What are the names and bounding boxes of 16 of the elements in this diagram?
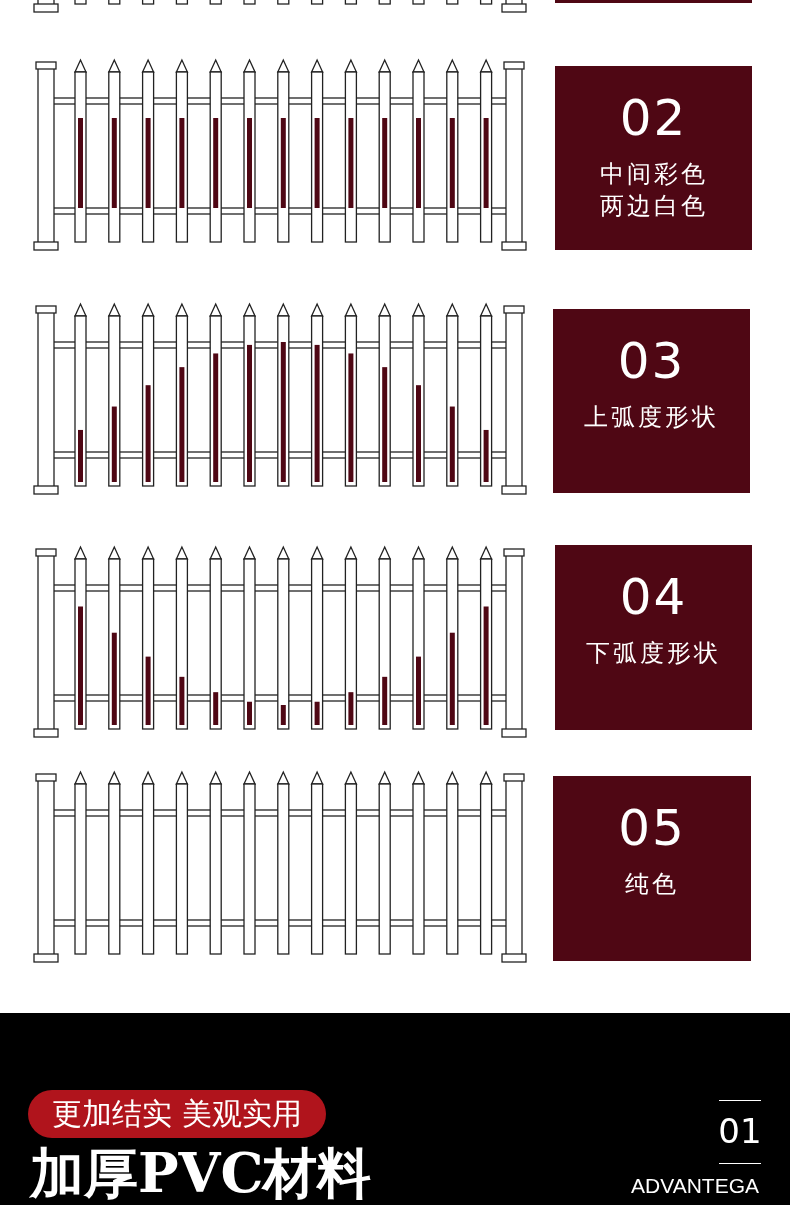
feature-text: 纯色 xyxy=(624,869,680,900)
number-card xyxy=(553,309,750,493)
feature-text: 中间彩色两边白色 xyxy=(598,159,709,222)
section-number: 01 xyxy=(717,1110,763,1153)
step-number: 02 xyxy=(619,88,688,148)
step-number: 03 xyxy=(617,331,686,391)
number-card xyxy=(555,66,752,250)
feature-text: 上弧度形状 xyxy=(583,402,720,433)
heading: 加厚PVC材料 xyxy=(30,1142,372,1204)
section-caption: ADVANTEGA xyxy=(630,1173,760,1199)
number-card xyxy=(553,776,751,961)
tagline-badge: 更加结实 美观实用 xyxy=(28,1090,326,1138)
step-number: 04 xyxy=(619,567,688,627)
step-number: 05 xyxy=(618,798,686,858)
feature-text: 下弧度形状 xyxy=(585,638,722,669)
number-card xyxy=(555,545,752,730)
